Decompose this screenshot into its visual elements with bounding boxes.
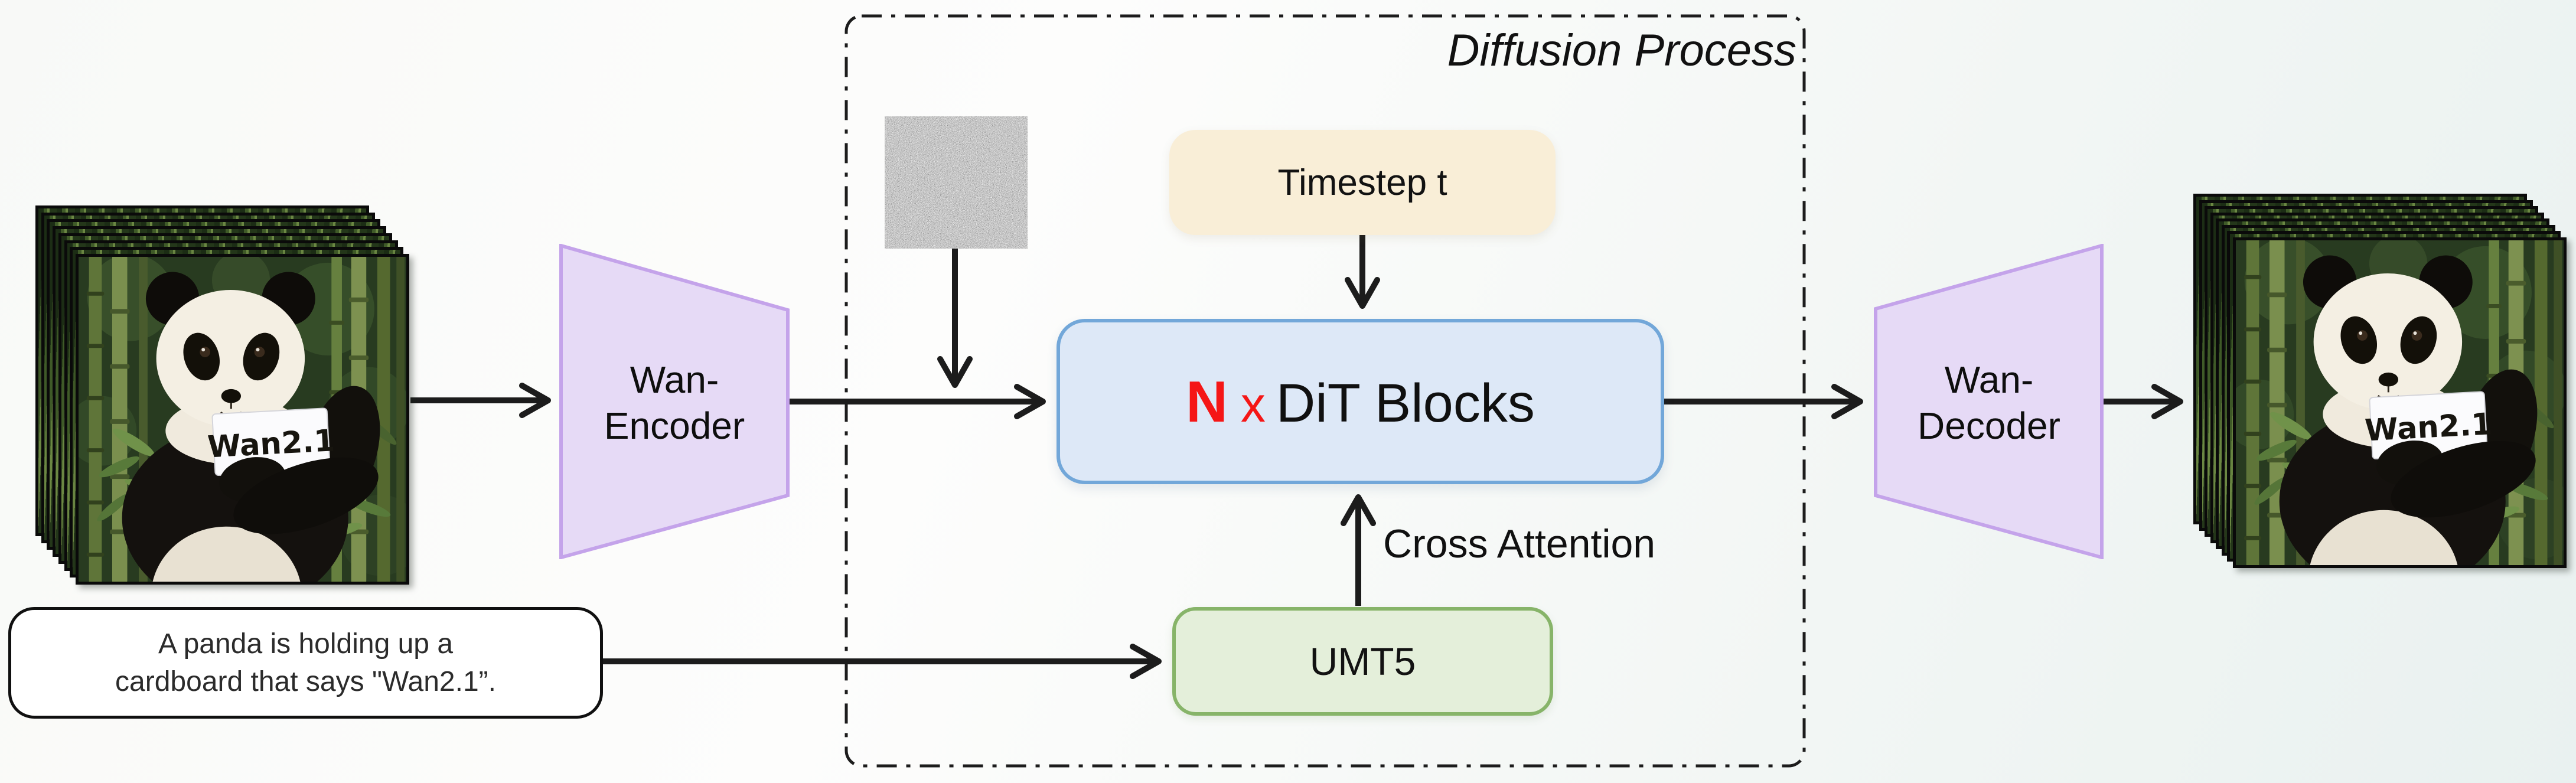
dit-count-symbol: N [1186, 368, 1228, 434]
wan-decoder-label: Wan- Decoder [1880, 357, 2098, 449]
output-video-frames [2193, 194, 2571, 575]
prompt-bubble: A panda is holding up a cardboard that s… [8, 607, 603, 719]
panda-image [79, 257, 406, 582]
wan-decoder-label-line1: Wan- [1944, 358, 2034, 401]
noise-latent [885, 116, 1028, 249]
video-frame-front [76, 254, 409, 585]
wan-encoder-label-line1: Wan- [630, 358, 719, 401]
panda-image [2236, 240, 2564, 565]
umt5-node: UMT5 [1172, 607, 1553, 716]
diffusion-process-boundary [844, 14, 1806, 768]
wan-decoder-shape [1874, 244, 2104, 559]
wan-encoder-label: Wan- Encoder [565, 357, 784, 449]
dit-blocks-node: N x DiT Blocks [1057, 319, 1664, 484]
wan-encoder-label-line2: Encoder [604, 404, 745, 447]
umt5-label: UMT5 [1309, 640, 1416, 683]
input-video-frames [35, 205, 413, 589]
diffusion-process-title: Diffusion Process [1447, 25, 1796, 76]
dit-times-symbol: x [1240, 376, 1266, 432]
prompt-line-1: A panda is holding up a [158, 628, 454, 660]
timestep-label: Timestep t [1277, 162, 1447, 203]
prompt-line-2: cardboard that says "Wan2.1”. [115, 665, 496, 697]
video-frame-front [2233, 237, 2567, 568]
timestep-node: Timestep t [1169, 130, 1556, 235]
wan-encoder-shape [559, 244, 790, 559]
cross-attention-label: Cross Attention [1383, 521, 1656, 566]
wan-decoder-label-line2: Decoder [1918, 404, 2060, 447]
dit-blocks-label: DiT Blocks [1276, 373, 1535, 433]
